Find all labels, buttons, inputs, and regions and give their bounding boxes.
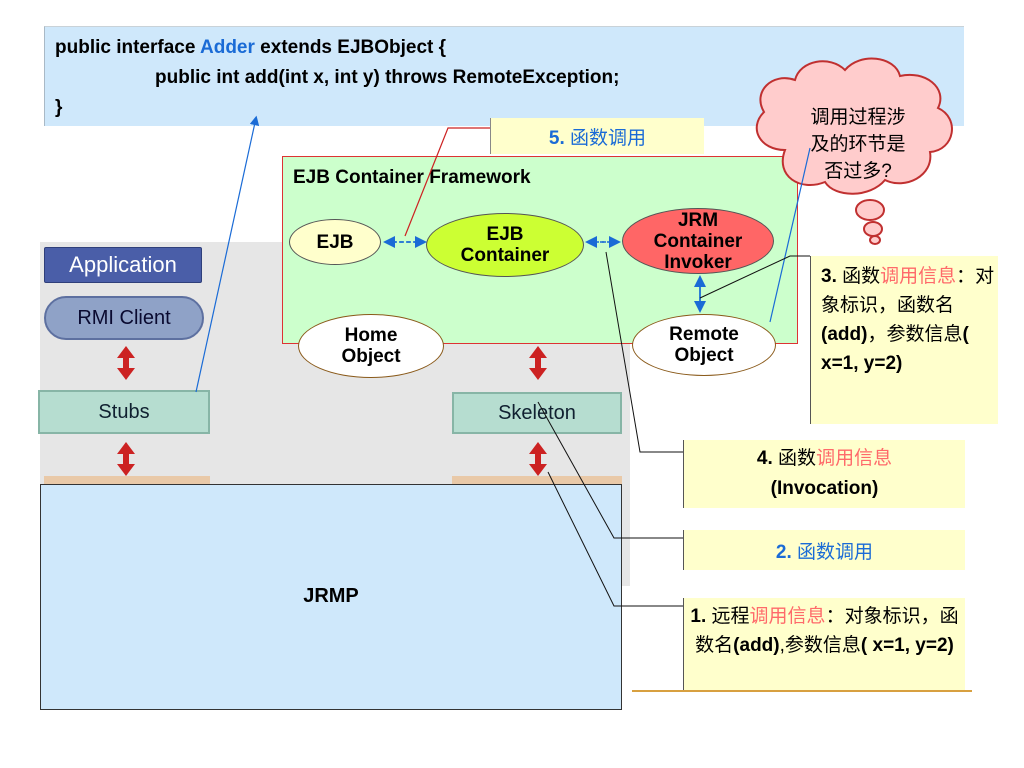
code-text: extends EJBObject { bbox=[254, 37, 447, 58]
note-step-3: 3. 函数调用信息：对象标识，函数名 (add)，参数信息( x=1, y=2) bbox=[810, 256, 998, 424]
step-text: ，参数信息 bbox=[867, 324, 963, 345]
step-text: 远程 bbox=[706, 606, 750, 627]
application-box: Application bbox=[44, 247, 202, 283]
divider-strip bbox=[452, 476, 622, 486]
stubs-box: Stubs bbox=[38, 390, 210, 434]
step-text: ( x=1, y=2) bbox=[821, 324, 969, 374]
step-highlight: 调用信息 bbox=[816, 448, 893, 469]
note-step-2: 2. 函数调用 bbox=[683, 530, 965, 570]
step-text: ,参数信息 bbox=[779, 635, 861, 656]
framework-title: EJB Container Framework bbox=[293, 167, 531, 188]
step-number: 5. bbox=[548, 127, 565, 149]
cloud-question: 调用过程涉 及的环节是 否过多? bbox=[772, 104, 944, 185]
step-text: 函数 bbox=[772, 448, 817, 469]
step-number: 3. bbox=[821, 266, 837, 287]
note-step-1: 1. 远程调用信息：对象标识，函数名(add),参数信息( x=1, y=2) bbox=[683, 598, 965, 690]
interface-name: Adder bbox=[200, 37, 255, 58]
ejb-oval: EJB bbox=[289, 219, 381, 265]
code-line-3: } bbox=[55, 97, 63, 118]
step-text: (Invocation) bbox=[770, 478, 879, 499]
skeleton-box: Skeleton bbox=[452, 392, 622, 434]
rmi-client-box: RMI Client bbox=[44, 296, 204, 340]
code-line-1: public interface Adder extends EJBObject… bbox=[55, 37, 446, 59]
oval-label: Home bbox=[344, 325, 398, 346]
callout-line bbox=[537, 251, 810, 607]
cloud-line: 调用过程涉 bbox=[810, 107, 906, 128]
divider-strip bbox=[44, 476, 210, 486]
thought-cloud bbox=[755, 57, 953, 245]
step-highlight: 调用信息 bbox=[749, 606, 826, 627]
cloud-line: 及的环节是 bbox=[810, 134, 906, 155]
step-text: ：对象标识，函数名 bbox=[821, 266, 995, 316]
step-text: 函数调用 bbox=[791, 541, 874, 563]
code-line-2: public int add(int x, int y) throws Remo… bbox=[155, 67, 620, 88]
step-text: ：对象标识，函数名 bbox=[695, 606, 959, 656]
note-step-4: 4. 函数调用信息 (Invocation) bbox=[683, 440, 965, 508]
step-text: (add) bbox=[821, 324, 868, 345]
step-highlight: 调用信息 bbox=[880, 266, 957, 287]
cloud-line: 否过多? bbox=[824, 161, 892, 182]
step-number: 2. bbox=[775, 541, 792, 563]
pointer-line bbox=[404, 127, 490, 237]
note-step-5: 5. 函数调用 bbox=[490, 118, 704, 154]
oval-label: Container bbox=[653, 230, 743, 252]
code-text: public interface bbox=[55, 37, 200, 58]
oval-label: JRM bbox=[677, 209, 719, 231]
oval-label: Object bbox=[341, 346, 401, 367]
step-text: 函数 bbox=[836, 266, 881, 287]
pointer-line bbox=[195, 115, 811, 393]
step-text: ( x=1, y=2) bbox=[860, 635, 954, 656]
bidirectional-arrow-icon bbox=[117, 346, 547, 476]
divider-line bbox=[632, 690, 972, 692]
jrmp-label: JRMP bbox=[303, 585, 359, 607]
oval-label: Object bbox=[674, 345, 734, 366]
step-text: 函数调用 bbox=[564, 127, 647, 149]
oval-label: Remote bbox=[669, 324, 739, 345]
ejb-label: EJB bbox=[316, 231, 354, 253]
jrmp-box: JRMP bbox=[40, 484, 622, 710]
step-number: 4. bbox=[756, 448, 773, 469]
step-number: 1. bbox=[690, 606, 707, 627]
oval-label: Container bbox=[460, 245, 550, 266]
oval-label: Invoker bbox=[664, 251, 732, 273]
step-text: (add) bbox=[733, 635, 780, 656]
oval-label: EJB bbox=[486, 224, 524, 245]
